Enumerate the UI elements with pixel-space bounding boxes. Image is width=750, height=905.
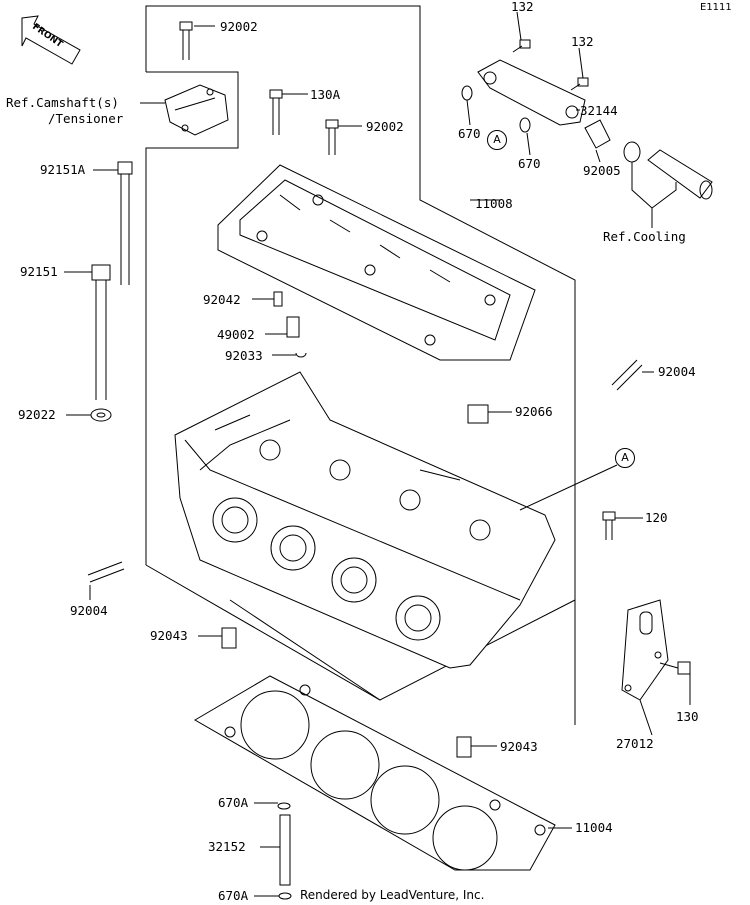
label-130: 130 [676,709,699,724]
label-132-b: 132 [571,34,594,49]
label-92151: 92151 [20,264,58,279]
label-670A-bottom: 670A [218,888,249,903]
bolt-132-b [571,78,588,90]
front-arrow-icon [22,16,80,64]
cylinder-head-cover-11008 [218,165,535,360]
washer-92022 [91,409,111,421]
bolt-120 [603,512,615,540]
plug-92066 [468,405,488,423]
label-32144: 32144 [580,103,618,118]
clip-92033 [296,353,306,357]
camshaft-tensioner-ref-part [165,85,228,135]
label-32152: 32152 [208,839,246,854]
bolt-92002-mid [326,120,338,155]
label-92002-mid: 92002 [366,119,404,134]
bracket-cover-group [146,72,238,565]
bolt-92151A [118,162,132,285]
cylinder-head-body [175,372,555,668]
bolt-92002-top [180,22,192,60]
callout-a-top: A [487,130,507,150]
label-92002-top: 92002 [220,19,258,34]
bolt-92151 [92,265,110,400]
label-11008: 11008 [475,196,513,211]
bolt-130 [660,662,690,674]
label-120: 120 [645,510,668,525]
dowel-92043-left [222,628,236,648]
label-132-a: 132 [511,0,534,14]
pipe-32152 [280,815,290,885]
label-11004: 11004 [575,820,613,835]
pipe-32144 [478,60,585,125]
dowel-92043-right [457,737,471,757]
oring-670-b [520,118,530,132]
label-670-b: 670 [518,156,541,171]
bolt-132-a [513,40,530,52]
label-49002: 49002 [217,327,255,342]
dowel-92042 [274,292,282,306]
label-92022: 92022 [18,407,56,422]
bolt-130A [270,90,282,135]
label-ref-tensioner: /Tensioner [48,111,124,126]
label-92043-right: 92043 [500,739,538,754]
oring-670A-top [278,803,290,809]
label-ref-camshaft: Ref.Camshaft(s) [6,95,119,110]
label-92004-left: 92004 [70,603,108,618]
label-92151A: 92151A [40,162,86,177]
oring-670A-bottom [279,893,291,899]
label-92042: 92042 [203,292,241,307]
figure-id: E1111 [700,2,732,13]
head-gasket-11004 [195,676,555,870]
bracket-camshaft-group [146,6,575,725]
cooling-hose-ref [648,150,712,199]
fitting-92005 [585,120,610,148]
bracket-27012 [622,600,668,700]
label-92004-top: 92004 [658,364,696,379]
stud-92004-top [612,360,637,385]
label-ref-cooling: Ref.Cooling [603,229,686,244]
credit-text: Rendered by LeadVenture, Inc. [300,888,485,902]
label-92066: 92066 [515,404,553,419]
stud-92004-left [88,562,122,575]
hose-clamp-icon [624,142,640,162]
bracket-lower-line [230,600,380,700]
callout-a-right: A [615,448,635,468]
oring-670-a [462,86,472,100]
label-92005: 92005 [583,163,621,178]
part-49002 [287,317,299,337]
label-670A-top: 670A [218,795,249,810]
label-130A: 130A [310,87,341,102]
label-670-a: 670 [458,126,481,141]
label-92033: 92033 [225,348,263,363]
label-92043-left: 92043 [150,628,188,643]
label-27012: 27012 [616,736,654,751]
